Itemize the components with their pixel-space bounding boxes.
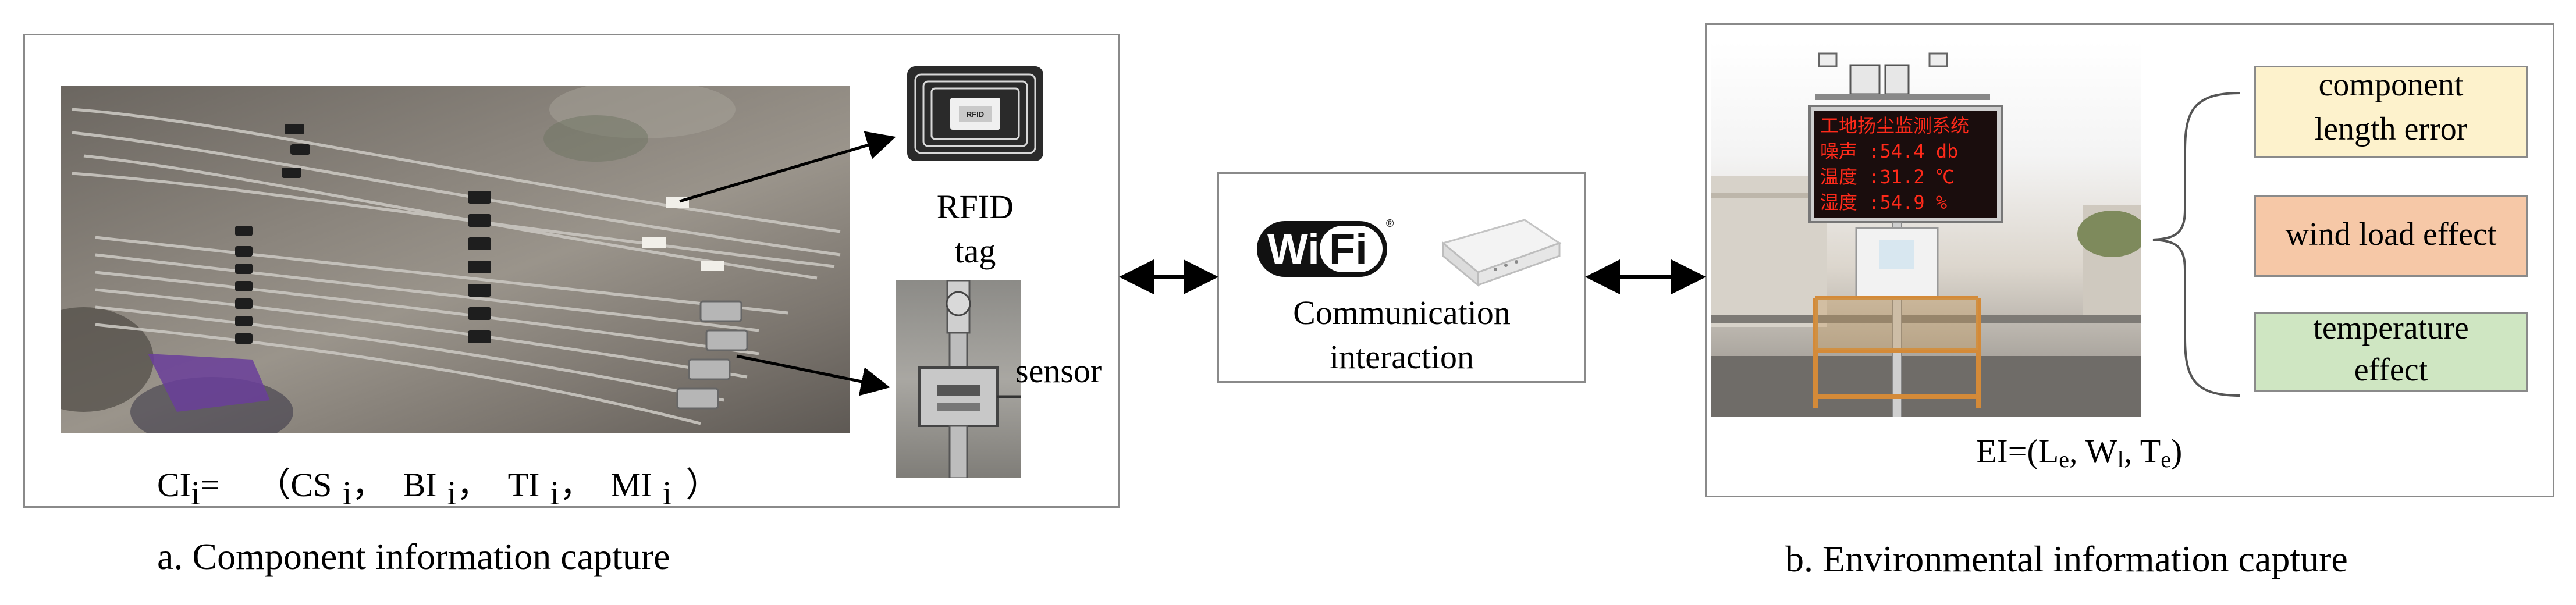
router-image: [1437, 214, 1565, 290]
bi-subscript: i: [447, 474, 457, 512]
rfid-label-line2: tag: [954, 232, 996, 270]
ei-mid-w: , W: [2069, 432, 2117, 470]
ci-equals: =: [200, 466, 219, 504]
rfid-tag-image: RFID: [904, 63, 1047, 165]
ti-symbol: TI: [507, 466, 540, 504]
factor-box-temperature: temperature effect: [2254, 310, 2528, 392]
factor-length-error-line2: length error: [2314, 111, 2468, 147]
wifi-logo: Wi Fi ®: [1257, 218, 1394, 279]
comma-2: ，: [456, 466, 491, 504]
cable-photo: [61, 86, 850, 433]
factor-temperature-line2: effect: [2354, 352, 2428, 388]
router-drawing: [1441, 219, 1562, 287]
wifi-fi-text: Fi: [1329, 225, 1367, 273]
rfid-tag-drawing: [907, 66, 1043, 161]
mi-subscript: i: [662, 474, 672, 512]
ti-subscript: i: [550, 474, 560, 512]
ei-sub-wl: l: [2117, 446, 2124, 472]
factor-wind-load-label: wind load effect: [2285, 216, 2497, 252]
comma-3: ，: [559, 466, 594, 504]
led-line-humidity: 湿度 :54.9 %: [1820, 191, 1948, 213]
cable-photo-drawing: [61, 86, 841, 433]
caption-component-capture: a. Component information capture: [157, 536, 670, 577]
rfid-chip-text: RFID: [966, 110, 985, 119]
led-line-temperature: 温度 :31.2 ℃: [1820, 166, 1955, 188]
ei-sub-te: e: [2161, 446, 2171, 472]
ci-close-paren: ）: [685, 466, 720, 504]
factor-length-error-line1: component: [2318, 67, 2464, 103]
ei-sub-le: e: [2059, 446, 2069, 472]
factor-box-length-error: component length error: [2254, 66, 2528, 158]
cs-subscript: i: [342, 474, 352, 512]
caption-environment-capture: b. Environmental information capture: [1785, 538, 2348, 579]
sensor-image: [896, 280, 1021, 478]
led-line-noise: 噪声 :54.4 db: [1820, 140, 1959, 162]
bi-symbol: BI: [403, 466, 437, 504]
led-line-title: 工地扬尘监测系统: [1820, 115, 1970, 137]
ci-symbol: CI: [157, 466, 191, 504]
wifi-wi-text: Wi: [1267, 225, 1320, 273]
factor-box-wind-load: wind load effect: [2254, 195, 2528, 277]
monitoring-station-photo: 工地扬尘监测系统 噪声 :54.4 db 温度 :31.2 ℃ 湿度 :54.9…: [1711, 42, 2141, 417]
ei-mid-t: , T: [2123, 432, 2161, 470]
mi-symbol: MI: [610, 466, 652, 504]
comma-1: ，: [351, 466, 386, 504]
ei-suffix: ): [2170, 432, 2183, 470]
ci-open-paren: （: [257, 466, 291, 504]
led-display: 工地扬尘监测系统 噪声 :54.4 db 温度 :31.2 ℃ 湿度 :54.9…: [1814, 111, 1997, 218]
sensor-drawing: [918, 280, 1021, 478]
ci-subscript: i: [191, 474, 201, 512]
factor-temperature-line1: temperature: [2313, 310, 2469, 346]
communication-label-line1: Communication: [1293, 294, 1511, 332]
sensor-label: sensor: [1015, 352, 1102, 390]
cs-symbol: CS: [290, 466, 332, 504]
wifi-reg-mark: ®: [1386, 218, 1394, 229]
rfid-label-line1: RFID: [936, 188, 1014, 226]
ei-prefix: EI=(L: [1976, 432, 2059, 470]
ei-formula: EI=(Le, Wl, Te): [1976, 432, 2182, 473]
station-drawing: [1711, 52, 2141, 417]
communication-label-line2: interaction: [1329, 338, 1474, 376]
